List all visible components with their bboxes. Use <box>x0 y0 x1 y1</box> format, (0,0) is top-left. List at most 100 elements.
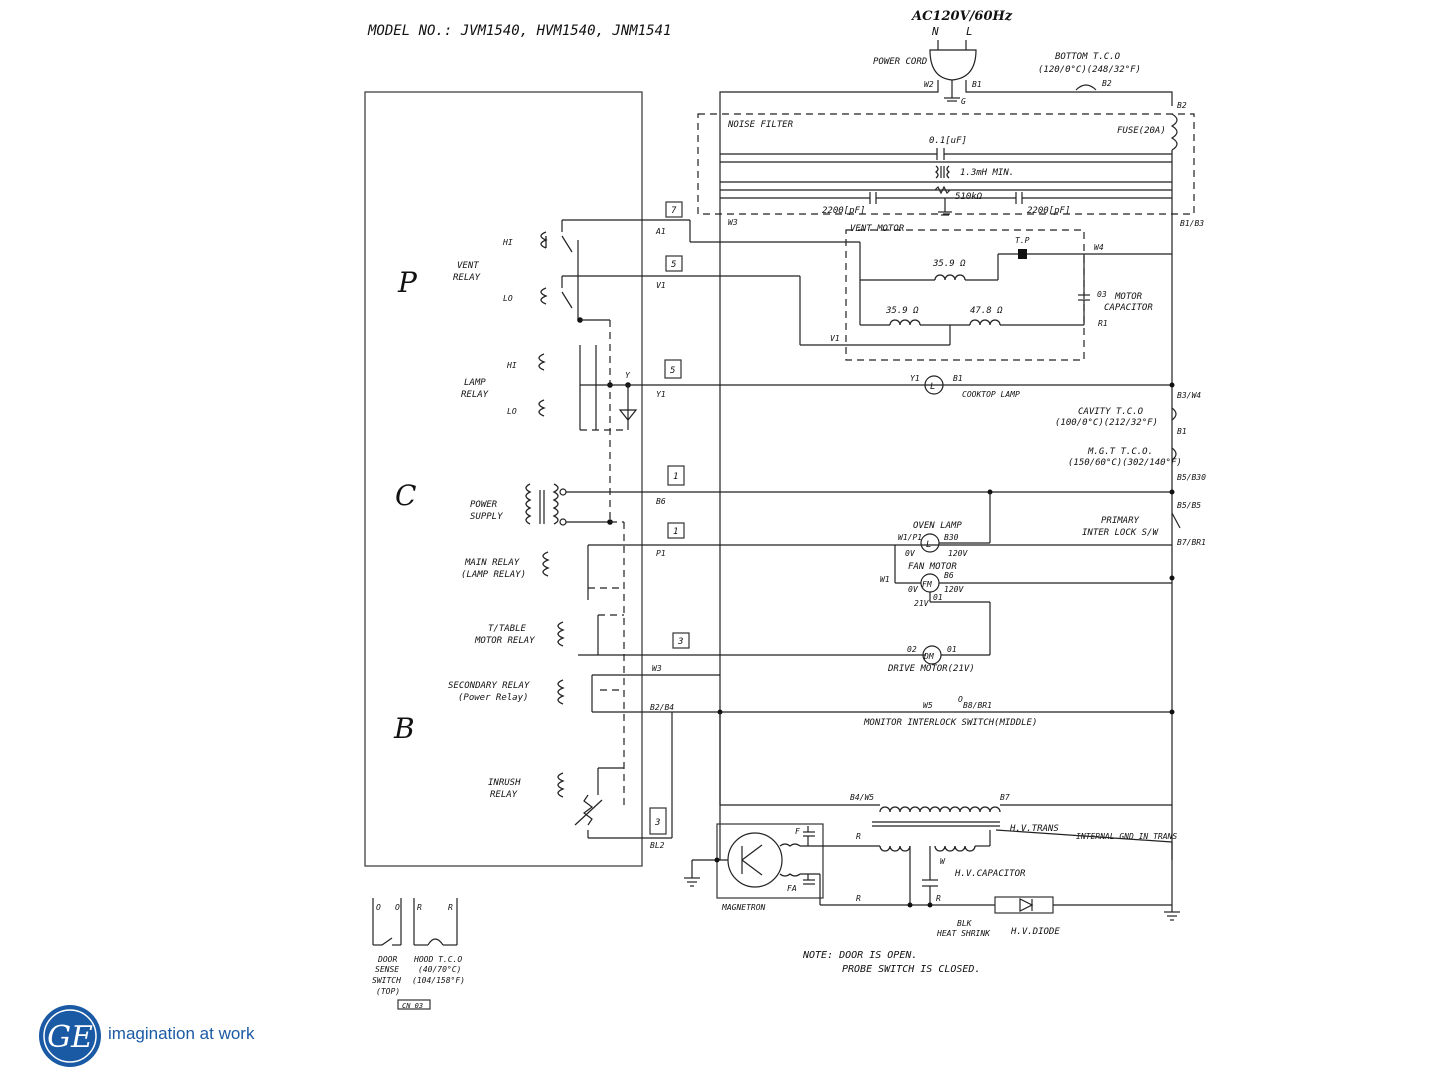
hv-w: W <box>940 857 946 866</box>
bottom-tco-terminal: B2 <box>1102 79 1112 88</box>
secondary-relay-label: SECONDARY RELAY <box>448 681 530 691</box>
ttable-relay-label: T/TABLE <box>488 624 527 634</box>
filter-w3: W3 <box>728 218 738 227</box>
power-supply-label: POWER <box>470 500 498 510</box>
hv-b7: B7 <box>1000 793 1010 802</box>
filter-b1b3: B1/B3 <box>1180 219 1204 228</box>
mgt-tco-label: M.G.T T.C.O. <box>1087 447 1153 457</box>
control-board: P C B VENT RELAY HI LO LAMP RELAY HI LO … <box>364 91 1172 867</box>
hv-internal-gnd: INTERNAL GND IN TRANS <box>1076 832 1177 841</box>
monitor-interlock-label: MONITOR INTERLOCK SWITCH(MIDDLE) <box>863 718 1037 728</box>
connector-5a: 5 <box>671 260 676 270</box>
line-label: L <box>966 25 973 38</box>
filter-b2: B2 <box>1177 101 1187 110</box>
cooktop-lamp-label: COOKTOP LAMP <box>962 390 1020 399</box>
lamp-relay-label-2: RELAY <box>461 390 489 400</box>
power-cord: AC120V/60Hz N L POWER CORD W2 B1 G <box>719 9 1173 860</box>
hv-capacitor-label: H.V.CAPACITOR <box>954 869 1026 879</box>
door-label-3: SWITCH <box>372 976 401 985</box>
board-section-b: B <box>393 712 415 745</box>
lamp-relay-label: LAMP <box>464 378 486 388</box>
vent-lo: LO <box>503 294 513 303</box>
hv-r-b: R <box>856 894 861 903</box>
door-o2: O <box>395 903 400 912</box>
door-label-2: SENSE <box>375 965 399 974</box>
door-o1: O <box>376 903 381 912</box>
drive-motor-02: 02 <box>907 645 917 654</box>
hv-blk: BLK <box>957 919 973 928</box>
drive-motor-01: 01 <box>947 645 957 654</box>
connector-1a: 1 <box>673 472 678 482</box>
magnetron-f: F <box>795 827 800 836</box>
cavity-tco-label: CAVITY T.C.O <box>1078 407 1144 417</box>
power-supply-label-2: SUPPLY <box>470 512 503 522</box>
vent-motor-r3: 47.8 Ω <box>970 306 1003 316</box>
note-line-1: NOTE: DOOR IS OPEN. <box>802 950 917 961</box>
hv-diode-label: H.V.DIODE <box>1010 927 1060 937</box>
magnetron-label: MAGNETRON <box>721 903 766 912</box>
cooktop-lamp-b1: B1 <box>953 374 963 383</box>
mgt-tco-rating: (150/60°C)(302/140°F) <box>1068 458 1182 468</box>
oven-lamp-w1p1: W1/P1 <box>898 533 922 542</box>
model-title: MODEL NO.: JVM1540, HVM1540, JNM1541 <box>367 23 671 39</box>
note-line-2: PROBE SWITCH IS CLOSED. <box>842 964 980 975</box>
lamp-hi: HI <box>506 361 517 370</box>
vent-motor-r1-terminal: R1 <box>1098 319 1108 328</box>
door-sense-switch: O O R R DOOR SENSE SWITCH (TOP) HOOD T.C… <box>372 898 465 1010</box>
ge-logo-icon: GE <box>39 1005 101 1067</box>
connectors: 7 A1 5 V1 5 Y1 1 B6 1 P1 3 W3 B2/B4 3 BL… <box>649 201 950 850</box>
ttable-relay-label-2: MOTOR RELAY <box>474 636 535 646</box>
connector-y1: Y1 <box>656 390 666 399</box>
connector-b6: B6 <box>656 497 666 506</box>
hood-r1: R <box>417 903 422 912</box>
ge-logo-text: GE <box>47 1020 93 1055</box>
loads: L Y1 B1 COOKTOP LAMP B3/W4 CAVITY T.C.O … <box>717 374 1206 728</box>
fan-motor-0v: 0V <box>908 585 919 594</box>
hv-transformer-label: H.V.TRANS <box>1009 824 1059 834</box>
main-relay-label: MAIN RELAY <box>464 558 520 568</box>
fan-motor-label: FAN MOTOR <box>908 562 957 572</box>
power-supply-label: AC120V/60Hz <box>910 9 1013 24</box>
lamp-y: Y <box>625 371 631 380</box>
connector-1b: 1 <box>673 527 678 537</box>
drive-motor-symbol: DM <box>923 652 935 661</box>
filter-cap-2200-left: 2200[pF] <box>822 206 865 216</box>
vent-motor-tp: T.P <box>1015 236 1030 245</box>
hv-r-c: R <box>936 894 941 903</box>
monitor-w5: W5 <box>923 701 933 710</box>
vent-motor-r2: 35.9 Ω <box>885 306 919 316</box>
fan-motor-w1: W1 <box>880 575 890 584</box>
b5b5-terminal: B5/B5 <box>1177 501 1201 510</box>
w2-terminal: W2 <box>924 80 934 89</box>
connector-5b: 5 <box>670 366 675 376</box>
oven-lamp-120v: 120V <box>948 549 968 558</box>
cn03-label: CN 03 <box>402 1002 423 1010</box>
board-section-c: C <box>395 479 416 512</box>
fan-motor-21v: 21V <box>914 599 930 608</box>
hv-r-a: R <box>856 832 861 841</box>
power-cord-label: POWER CORD <box>873 57 927 67</box>
fan-motor-b6: B6 <box>944 571 954 580</box>
hv-heat-shrink: HEAT SHRINK <box>936 929 991 938</box>
filter-cap-0-1uf: 0.1[uF] <box>929 136 967 146</box>
b5b30-terminal: B5/B30 <box>1177 473 1206 482</box>
main-relay-label-2: (LAMP RELAY) <box>461 570 526 580</box>
noise-filter-label: NOISE FILTER <box>727 120 794 130</box>
bottom-tco: BOTTOM T.C.O (120/0°C)(248/32°F) B2 <box>1038 52 1141 91</box>
oven-lamp-symbol: L <box>926 540 931 550</box>
inrush-relay-label: INRUSH <box>488 778 521 788</box>
connector-b2b4: B2/B4 <box>650 703 674 712</box>
fan-motor-symbol: FM <box>922 580 933 589</box>
vent-motor-cap-id: 03 <box>1097 290 1107 299</box>
filter-cap-2200-right: 2200[pF] <box>1027 206 1070 216</box>
connector-3a: 3 <box>677 637 683 647</box>
vent-motor-w4: W4 <box>1094 243 1104 252</box>
fuse-label: FUSE(20A) <box>1117 126 1166 136</box>
vent-relay-label-2: RELAY <box>453 273 481 283</box>
filter-choke: 1.3mH MIN. <box>960 168 1014 178</box>
inrush-relay-label-2: RELAY <box>490 790 518 800</box>
door-label-1: DOOR <box>377 955 397 964</box>
vent-motor: VENT MOTOR 35.9 Ω T.P W4 35.9 Ω 47.8 Ω 0… <box>830 224 1172 361</box>
hv-section: B4/W5 B7 H.V.TRANS INTERNAL GND IN TRANS… <box>684 712 1180 938</box>
